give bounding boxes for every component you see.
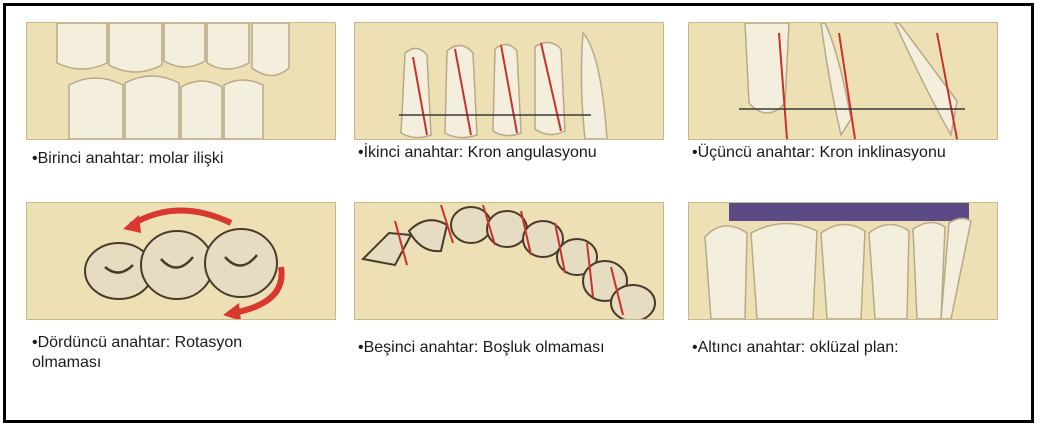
key-3-caption: •Üçüncü anahtar: Kron inklinasyonu [692,143,992,163]
key-2-caption: •İkinci anahtar: Kron angulasyonu [358,143,658,163]
key-1-caption: •Birinci anahtar: molar ilişki [32,149,332,169]
occlusal-plane-illustration [688,202,998,320]
molar-relation-illustration [26,22,336,140]
key-5-caption: •Beşinci anahtar: Boşluk olmaması [358,338,658,358]
key-6-caption: •Altıncı anahtar: oklüzal plan: [692,338,992,358]
key-4-caption: •Dördüncü anahtar: Rotasyon olmaması [32,333,312,373]
no-rotation-illustration [26,202,336,320]
crown-inclination-illustration [688,22,998,140]
figure-frame: •Birinci anahtar: molar ilişki •İkinci a… [3,3,1034,423]
crown-angulation-illustration [354,22,664,140]
no-spacing-illustration [354,202,664,320]
